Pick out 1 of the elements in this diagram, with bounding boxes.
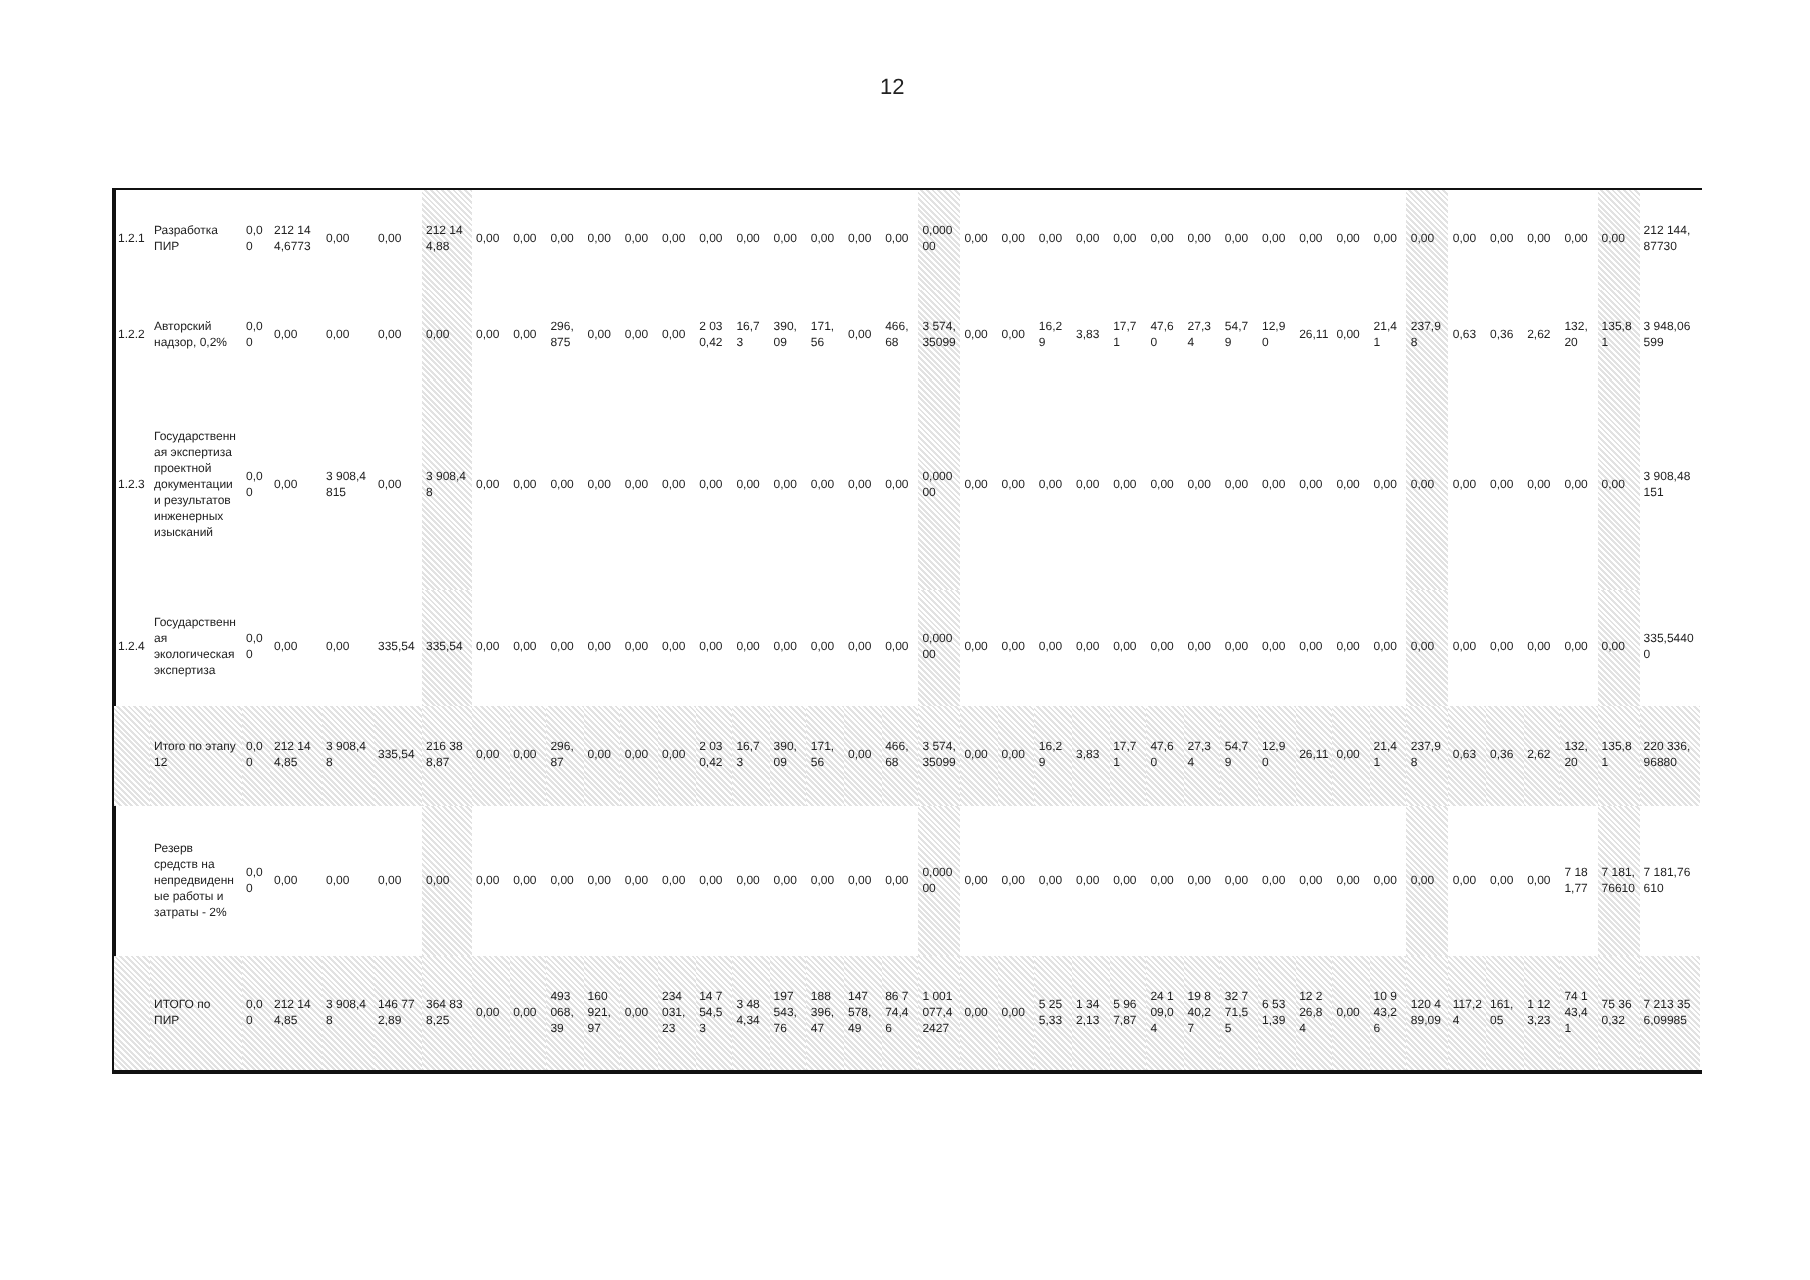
page-number: 12	[880, 76, 905, 100]
